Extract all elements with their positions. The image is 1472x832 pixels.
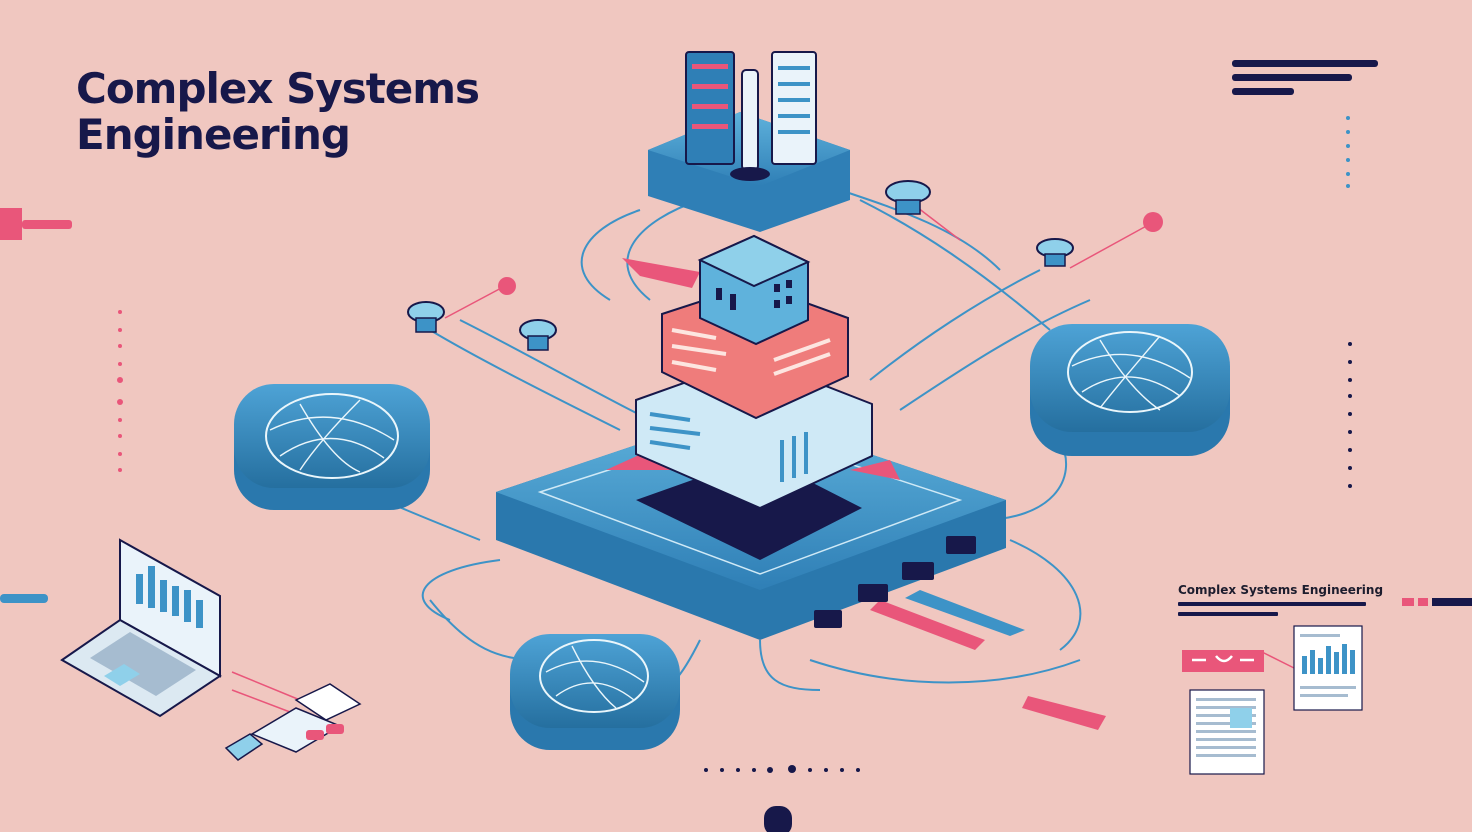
page-title: Complex Systems Engineering [76,64,480,159]
laptop-icon [60,538,222,718]
globe-network-bottom [510,634,680,750]
globe-network-icon-bottom [539,639,649,713]
arrow-bottom-blue [905,590,1025,636]
decorative-accents [0,60,1472,832]
sensor-icon-3 [407,301,445,333]
navy-line-3 [1232,88,1294,95]
antenna-tower-icon [741,69,759,171]
arrow-bottom-pink [870,600,985,650]
dotted-line-right-mid [1348,342,1352,488]
pink-square-right [1402,598,1414,606]
blue-bar-left [0,594,48,603]
dotted-line-left [117,310,123,472]
globe-network-icon [265,393,399,479]
pink-bar-left [22,220,72,229]
title-line-1: Complex Systems [76,64,480,113]
keyboard-icon [224,683,362,761]
sensor-icon-2 [1036,238,1074,267]
pink-node-left [498,277,516,295]
port-3 [902,562,934,580]
side-panel-heading: Complex Systems Engineering [1178,583,1384,597]
core-server-stack [635,234,873,510]
port-2 [858,584,888,602]
port-4 [946,536,976,554]
dotted-line-bottom [704,765,860,773]
globe-network-left [234,384,430,510]
pink-node-right [1143,212,1163,232]
dotted-line-right-top [1346,116,1350,188]
title-line-2: Engineering [76,110,351,159]
sensor-icon-4 [519,319,557,351]
laptop-screen-chart [136,566,203,628]
document-icon [1189,689,1265,775]
arrow-bottom-right [1022,696,1106,730]
chart-icon [1293,625,1363,711]
navy-tab-bottom [764,806,792,832]
pink-square-right-2 [1418,598,1428,606]
navy-bar-right [1432,598,1472,606]
navy-line-1 [1232,60,1378,67]
top-server-platform [648,51,850,232]
document-panel [1178,602,1366,775]
navy-line-2 [1232,74,1352,81]
port-1 [814,610,842,628]
globe-network-right [1030,324,1230,456]
arrow-top-left [622,258,700,288]
server-rack-icon-right [771,51,817,165]
flow-arrows [622,258,1106,730]
globe-network-icon-right [1067,331,1193,413]
pink-tab-left [0,208,22,240]
sensor-nodes [407,180,1074,351]
sensor-icon [885,180,931,215]
